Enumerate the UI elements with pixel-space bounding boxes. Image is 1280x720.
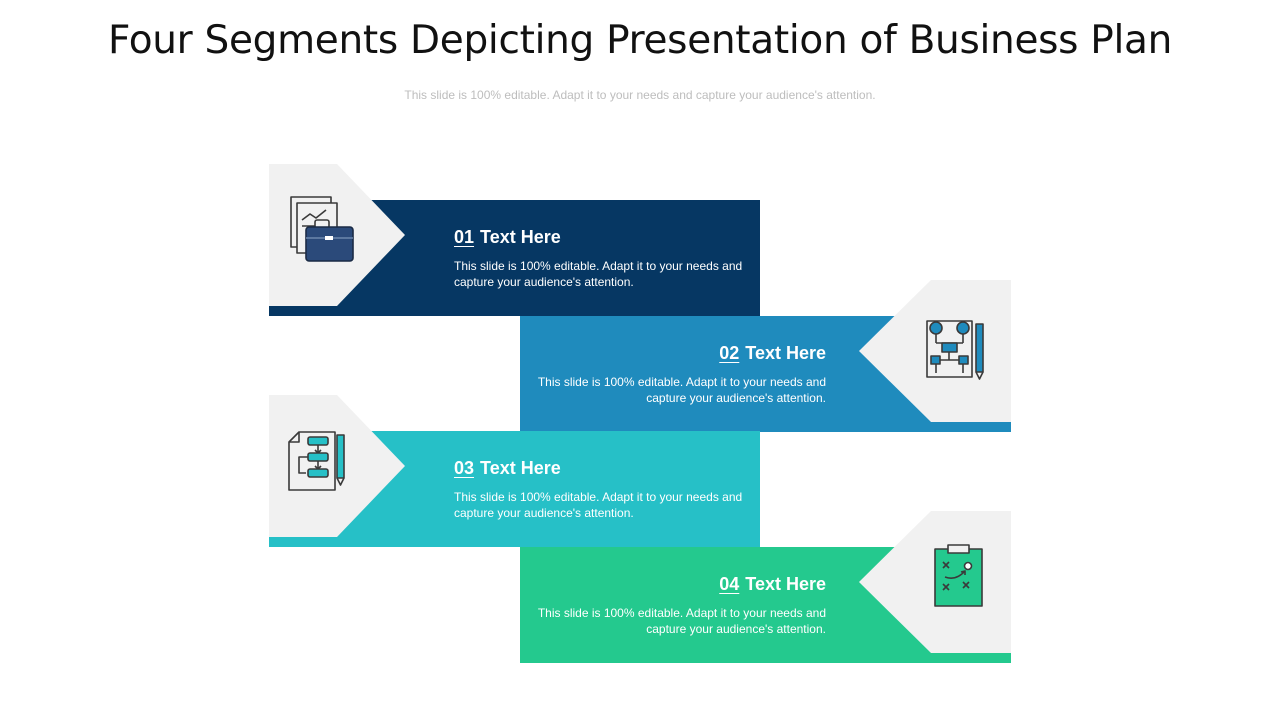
- segment-02-description: This slide is 100% editable. Adapt it to…: [537, 375, 826, 405]
- page-subtitle: This slide is 100% editable. Adapt it to…: [404, 88, 876, 102]
- segment-03-heading: Text Here: [480, 458, 561, 478]
- page-title: Four Segments Depicting Presentation of …: [107, 18, 1173, 63]
- segment-04-icon-panel: [859, 511, 1011, 653]
- segment-04-heading: Text Here: [745, 574, 826, 594]
- segment-01-icon-panel: [269, 164, 405, 306]
- process-document-icon: [288, 431, 345, 491]
- segment-02-heading: Text Here: [745, 343, 826, 363]
- flowchart-pencil-icon: [926, 320, 984, 380]
- segment-03-description: This slide is 100% editable. Adapt it to…: [454, 490, 743, 520]
- segment-04-number: 04: [719, 574, 740, 594]
- segment-01-heading: Text Here: [480, 227, 561, 247]
- segment-01-number: 01: [454, 227, 475, 247]
- segment-02-icon-panel: [859, 280, 1011, 422]
- segment-04-description: This slide is 100% editable. Adapt it to…: [537, 606, 826, 636]
- segment-01-description: This slide is 100% editable. Adapt it to…: [454, 259, 743, 289]
- strategy-clipboard-icon: [934, 544, 983, 607]
- segment-03-icon-panel: [269, 395, 405, 537]
- segment-03-number: 03: [454, 458, 475, 478]
- business-plan-briefcase-icon: [290, 196, 354, 262]
- segment-02-number: 02: [719, 343, 740, 363]
